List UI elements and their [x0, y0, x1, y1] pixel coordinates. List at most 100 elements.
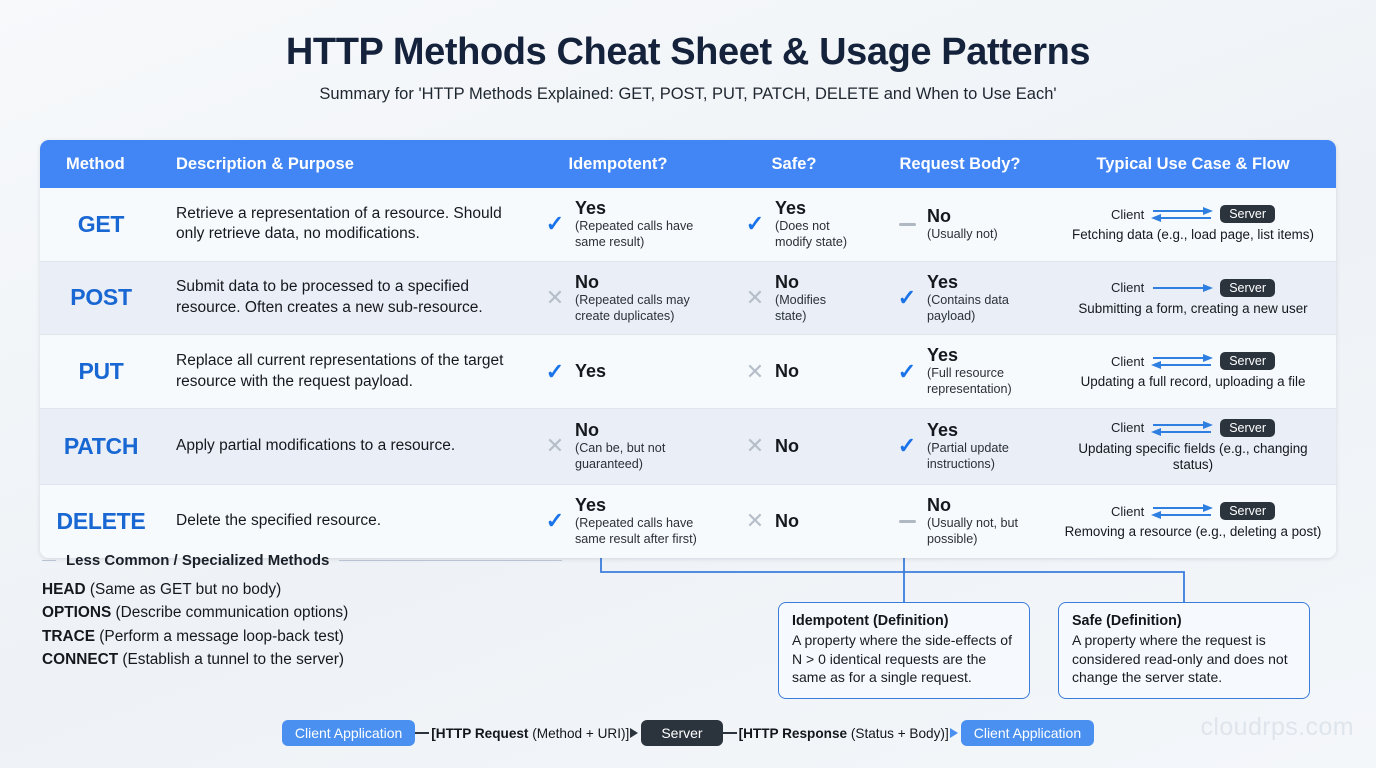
idempotent-cell: ✕No(Can be, but not guaranteed) [532, 420, 704, 473]
less-common-methods-section: Less Common / Specialized Methods HEAD (… [42, 552, 562, 672]
check-icon: ✓ [545, 211, 565, 237]
method-name: HEAD [42, 581, 86, 598]
idempotent-value: Yes [575, 361, 607, 382]
idempotent-cell: ✓Yes(Repeated calls have same result aft… [532, 495, 704, 548]
flow-use-case: Removing a resource (e.g., deleting a po… [1064, 524, 1322, 540]
page-subtitle: Summary for 'HTTP Methods Explained: GET… [319, 84, 1057, 103]
idempotent-value: Yes [575, 495, 607, 516]
cross-icon: ✕ [745, 284, 765, 310]
request-body-cell: ✓Yes(Full resource representation) [884, 345, 1036, 398]
description-text: Replace all current representations of t… [176, 351, 504, 390]
callout-idempotent-definition: Idempotent (Definition) A property where… [778, 602, 1030, 699]
request-body-cell: ✓Yes(Full resource representation) [870, 335, 1050, 409]
request-body-sub: (Usually not) [927, 227, 998, 242]
flow-arrows [1151, 420, 1214, 436]
safe-cell: ✕ No(Modifies state) [718, 261, 870, 335]
flow-arrows [1151, 353, 1214, 370]
request-body-sub: (Partial update instructions) [927, 441, 1009, 472]
flow-server: Server [641, 720, 723, 746]
safe-value: No [775, 361, 799, 382]
description-cell: Delete the specified resource. [162, 485, 518, 558]
description-text: Delete the specified resource. [176, 512, 382, 530]
request-body-value: No [927, 205, 951, 226]
bidirectional-arrow-icon [1151, 504, 1214, 520]
idempotent-cell: ✓Yes(Repeated calls have same result aft… [518, 485, 718, 558]
flow-arrows [1151, 206, 1214, 222]
safe-sub: (Modifies state) [775, 292, 827, 323]
description-text: Apply partial modifications to a resourc… [176, 437, 456, 455]
idempotent-cell: ✓ Yes [518, 335, 718, 409]
flow-use-case: Fetching data (e.g., load page, list ite… [1072, 227, 1314, 242]
request-body-cell: ✓Yes(Contains data payload) [884, 272, 1036, 325]
cross-icon: ✕ [545, 284, 565, 310]
safe-cell: ✕ No [718, 485, 870, 558]
description-cell: Apply partial modifications to a resourc… [162, 408, 518, 484]
idempotent-cell: ✓Yes(Repeated calls have same result) [518, 188, 718, 261]
method-cell: GET [40, 188, 162, 261]
method-description: (Perform a message loop-back test) [99, 627, 344, 645]
safe-cell: ✕ No [732, 358, 856, 384]
bottom-request-response-flow: Client Application [HTTP Request (Method… [0, 720, 1376, 746]
safe-value: Yes [775, 198, 807, 218]
flow-response-label-bold: [HTTP Response [738, 725, 848, 741]
less-common-heading-text: Less Common / Specialized Methods [66, 552, 330, 569]
dash-icon [896, 510, 918, 532]
flow-client-application-left: Client Application [281, 720, 416, 746]
method-name: PATCH [63, 432, 139, 459]
column-header-description: Description & Purpose [162, 140, 518, 188]
flow-request-label-bold: [HTTP Request [431, 725, 529, 741]
idempotent-cell: ✓ Yes [532, 358, 704, 384]
flow-client-label: Client [1110, 503, 1145, 519]
method-description: (Same as GET but no body) [89, 581, 282, 598]
less-common-item-trace: TRACE (Perform a message loop-back test) [42, 625, 562, 648]
flow-diagram: Client Server [1064, 352, 1322, 371]
idempotent-cell: ✕No(Repeated calls may create duplicates… [532, 272, 704, 325]
safe-value: No [775, 436, 799, 457]
safe-value: No [775, 511, 799, 532]
watermark: cloudrps.com [1200, 713, 1354, 741]
callout-body: A property where the side-effects of N >… [792, 632, 1012, 686]
column-header-idempotent: Idempotent? [518, 140, 718, 188]
callout-safe-definition: Safe (Definition) A property where the r… [1058, 602, 1310, 699]
cross-icon: ✕ [745, 508, 765, 534]
idempotent-value: No [575, 420, 599, 441]
idempotent-sub: (Repeated calls have same result after f… [575, 516, 697, 546]
flow-use-case: Updating a full record, uploading a file [1080, 374, 1306, 390]
request-body-cell: ✓Yes(Contains data payload) [870, 261, 1050, 335]
request-body-cell: No(Usually not, but possible) [870, 485, 1050, 558]
safe-cell: ✓Yes(Does not modify state) [718, 188, 870, 261]
http-methods-table: Method Description & Purpose Idempotent?… [40, 140, 1336, 558]
check-icon: ✓ [897, 433, 917, 459]
safe-sub: (Does not modify state) [775, 219, 848, 249]
right-arrow-icon [1153, 283, 1214, 292]
method-name: CONNECT [42, 651, 119, 669]
divider-right [339, 560, 562, 561]
cross-icon: ✕ [745, 358, 765, 384]
request-body-value: Yes [927, 345, 959, 366]
request-body-cell: ✓ Yes(Partial update instructions) [870, 408, 1050, 484]
flow-connector-line [415, 732, 430, 734]
flow-arrowhead-right-icon [630, 728, 639, 738]
table-header-row: Method Description & Purpose Idempotent?… [40, 140, 1336, 188]
check-icon: ✓ [545, 358, 565, 384]
idempotent-value: Yes [575, 198, 607, 218]
flow-client-label: Client [1110, 206, 1145, 222]
flow-client-label: Client [1110, 353, 1145, 369]
flow-arrows [1151, 280, 1214, 296]
less-common-item-connect: CONNECT (Establish a tunnel to the serve… [42, 648, 562, 671]
request-body-value: Yes [927, 420, 959, 441]
callout-title: Idempotent (Definition) [792, 613, 949, 629]
safe-value: No [775, 271, 799, 292]
safe-cell: ✕ No [732, 510, 856, 532]
flow-server-label: Server [1220, 352, 1276, 371]
request-body-value: Yes [927, 271, 959, 292]
request-body-value: No [927, 495, 951, 516]
method-description: (Establish a tunnel to the server) [122, 651, 344, 669]
